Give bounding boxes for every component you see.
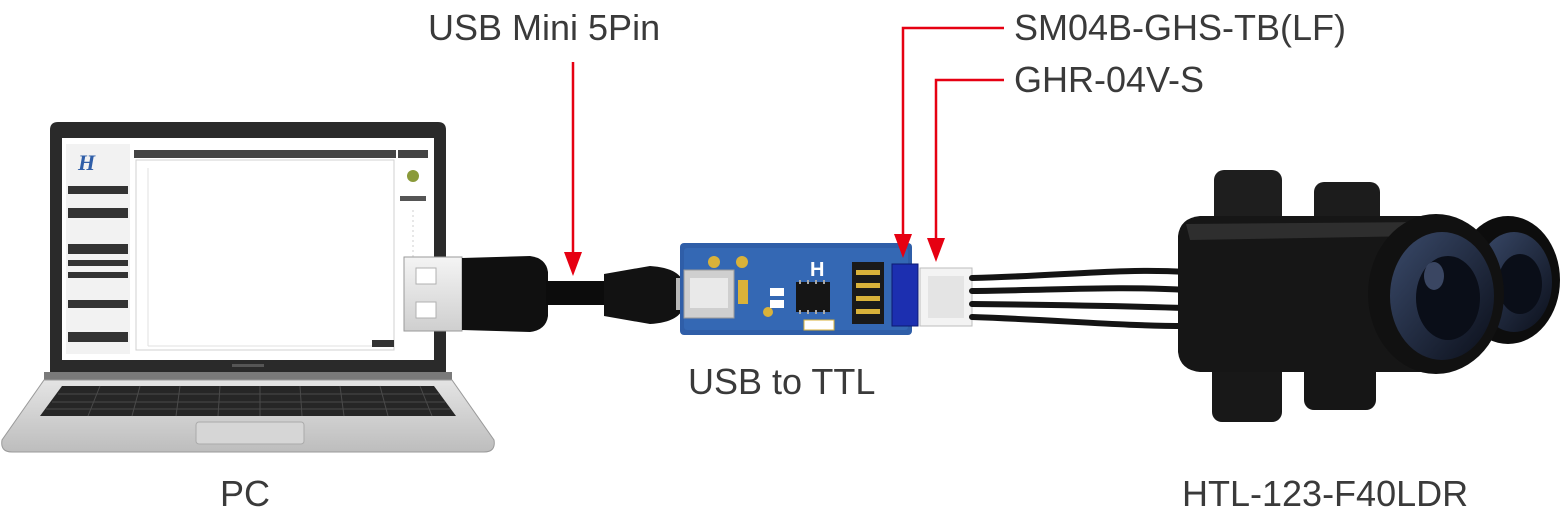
usb-a-plug-icon (403, 256, 548, 332)
usb-cable (546, 266, 684, 324)
sensor-label: HTL-123-F40LDR (1182, 473, 1469, 514)
arrow-usb-cable (564, 62, 582, 276)
rangefinder-sensor-icon (1178, 170, 1560, 422)
sm04b-connector-label: SM04B-GHS-TB(LF) (1014, 7, 1347, 48)
ghr-housing-icon (919, 267, 973, 327)
laptop-icon: H (1, 122, 495, 453)
sensor-wires (969, 267, 1189, 329)
ghr-housing-label: GHR-04V-S (1014, 59, 1205, 100)
usb-cable-label: USB Mini 5Pin (428, 7, 661, 48)
usb-to-ttl-board-icon: H (680, 243, 919, 335)
pc-label: PC (220, 473, 271, 514)
svg-text:H: H (810, 259, 824, 281)
svg-text:H: H (77, 150, 96, 175)
arrow-sm04b-connector (894, 26, 1004, 258)
usb-to-ttl-label: USB to TTL (688, 361, 876, 402)
arrow-ghr-housing (927, 78, 1004, 262)
